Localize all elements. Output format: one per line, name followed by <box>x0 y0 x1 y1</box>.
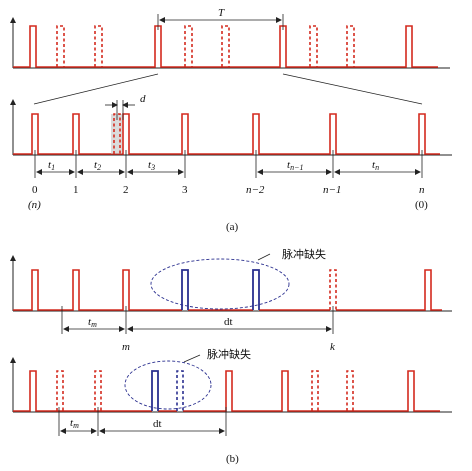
interval-tn: tn <box>372 159 379 172</box>
row4-missing-pulse-solid <box>151 370 159 411</box>
index-3: 3 <box>182 184 188 196</box>
row3-pulse-train: 脉冲缺失 tm dt m k <box>10 247 452 353</box>
index-paren-0: (0) <box>415 199 428 211</box>
row3-missing-ellipse <box>150 258 290 310</box>
row1-pulse-solid <box>13 25 438 68</box>
interval-t3: t3 <box>148 159 155 172</box>
index-m: m <box>122 341 130 353</box>
row3-pulse-dashed <box>329 269 337 310</box>
interval-tn-1: tn−1 <box>287 159 303 172</box>
row4-pulse-solid <box>13 370 440 412</box>
row3-missing-pulse-b <box>252 269 260 310</box>
dt-label-1: dt <box>224 316 233 328</box>
tm-label-1: tm <box>88 316 97 329</box>
width-label: d <box>140 93 146 105</box>
row1-pulse-train: T <box>10 7 450 69</box>
index-n: n <box>419 184 425 196</box>
tm-label-2: tm <box>70 417 79 430</box>
index-0: 0 <box>32 184 38 196</box>
caption-a: (a) <box>226 221 239 233</box>
interval-t1: t1 <box>48 159 55 172</box>
missing-label-1: 脉冲缺失 <box>282 247 326 261</box>
index-n-1: n−1 <box>323 184 341 196</box>
period-label: T <box>218 7 225 19</box>
pulse-width-shading <box>111 114 122 154</box>
zoom-line-right <box>282 73 423 105</box>
dt-label-2: dt <box>153 418 162 430</box>
row4-missing-ellipse <box>124 360 212 410</box>
row2-pulse-dashed <box>113 113 121 154</box>
row3-pulse-solid <box>13 269 442 311</box>
row4-pulse-train: 脉冲缺失 tm dt <box>10 347 452 436</box>
missing-pointer-2 <box>183 354 201 363</box>
index-1: 1 <box>73 184 79 196</box>
row2-pulse-solid <box>13 113 440 155</box>
zoom-line-left <box>33 73 159 105</box>
caption-b: (b) <box>226 453 239 465</box>
row3-missing-pulse-a <box>181 269 189 310</box>
row2-pulse-train: d t1 t2 t3 tn−1 tn 0 1 2 3 n−2 n−1 n <box>10 93 452 211</box>
index-2: 2 <box>123 184 129 196</box>
row1-pulse-dashed <box>56 25 355 67</box>
row4-pulse-dashed-red <box>56 370 354 411</box>
index-n-2: n−2 <box>246 184 265 196</box>
missing-label-2: 脉冲缺失 <box>207 347 251 361</box>
row4-missing-pulse-dashed <box>176 370 184 411</box>
missing-pointer-1 <box>257 253 271 261</box>
interval-t2: t2 <box>94 159 101 172</box>
interval-ticks <box>34 150 423 178</box>
index-paren-n: (n) <box>28 199 41 211</box>
index-k: k <box>330 341 336 353</box>
